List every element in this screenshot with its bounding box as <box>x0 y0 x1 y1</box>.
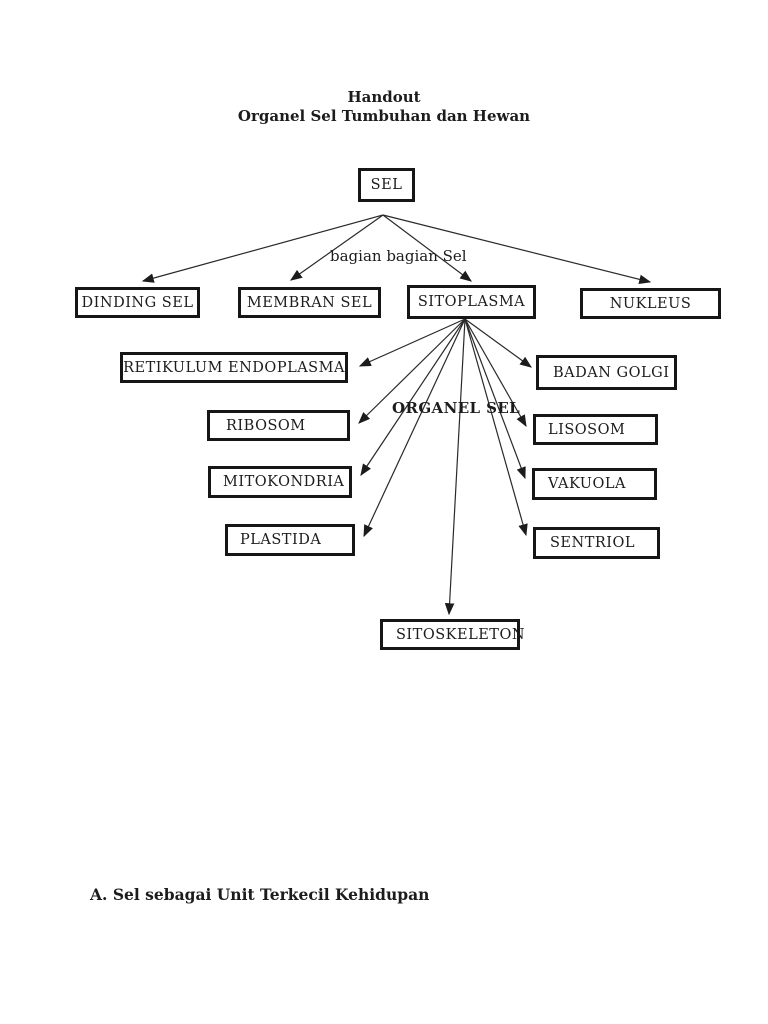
node-badan-golgi: BADAN GOLGI <box>536 355 677 390</box>
title-line-1: Handout <box>347 88 421 106</box>
edge-sitoplasma-retikulum <box>358 318 466 367</box>
edge-sitoplasma-badan-golgi <box>464 318 532 368</box>
node-sitoplasma: SITOPLASMA <box>407 285 536 319</box>
node-ribosom: RIBOSOM <box>207 410 350 441</box>
node-dinding-sel: DINDING SEL <box>75 287 200 318</box>
node-retikulum-endoplasma: RETIKULUM ENDOPLASMA <box>120 352 348 383</box>
organel-sel-label: ORGANEL SEL <box>392 399 521 417</box>
node-lisosom: LISOSOM <box>533 414 658 445</box>
title-line-2: Organel Sel Tumbuhan dan Hewan <box>237 107 531 125</box>
node-sel: SEL <box>358 168 415 202</box>
branch-label: bagian bagian Sel <box>330 247 467 265</box>
node-nukleus: NUKLEUS <box>580 288 721 319</box>
edge-sitoplasma-ribosom <box>358 318 466 424</box>
node-vakuola: VAKUOLA <box>532 468 657 500</box>
edge-sel-sitoplasma <box>382 214 472 282</box>
node-plastida: PLASTIDA <box>225 524 355 556</box>
node-sitoskeleton: SITOSKELETON <box>380 619 525 650</box>
edge-sitoplasma-sentriol <box>464 318 528 537</box>
edge-sitoplasma-lisosom <box>464 318 527 428</box>
node-sentriol: SENTRIOL <box>533 527 660 559</box>
edge-sel-dinding-sel <box>141 214 384 283</box>
node-membran-sel: MEMBRAN SEL <box>238 287 381 318</box>
section-heading: A. Sel sebagai Unit Terkecil Kehidupan <box>90 885 430 904</box>
edge-sitoplasma-plastida <box>363 318 466 538</box>
edge-sitoplasma-vakuola <box>464 318 526 480</box>
document-title: Handout Organel Sel Tumbuhan dan Hewan <box>0 88 768 126</box>
edge-sel-nukleus <box>382 214 652 285</box>
node-mitokondria: MITOKONDRIA <box>208 466 352 498</box>
edge-sitoplasma-mitokondria <box>360 318 466 476</box>
edge-sel-membran-sel <box>290 214 384 281</box>
edge-sitoplasma-sitoskeleton <box>444 318 466 616</box>
